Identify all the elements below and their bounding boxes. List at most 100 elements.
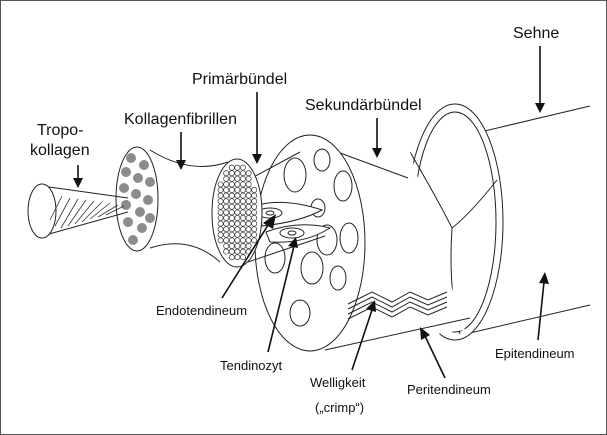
fibril-dot <box>224 171 229 176</box>
collagen-fibril-dot <box>123 217 133 227</box>
collagen-fibril-dot <box>139 160 149 170</box>
collagen-fibril-dot <box>145 177 155 187</box>
fibril-dot <box>240 165 245 170</box>
fibril-dot <box>224 238 229 243</box>
fibril-dot <box>229 187 234 192</box>
arrow-primaerbuendel <box>252 92 262 164</box>
fibril-dot <box>252 215 257 220</box>
fibril-dot <box>246 215 251 220</box>
fibril-dot <box>229 232 234 237</box>
fibril-dot <box>246 243 251 248</box>
fibril-dot <box>240 171 245 176</box>
fibril-dot <box>252 199 257 204</box>
fibril-dot <box>229 221 234 226</box>
label-primaerbuendel: Primärbündel <box>192 71 287 88</box>
fibril-dot <box>240 204 245 209</box>
fibril-dot <box>235 227 240 232</box>
label-endotendineum: Endotendineum <box>156 303 247 318</box>
fibril-dot <box>224 176 229 181</box>
fibril-dot <box>229 171 234 176</box>
tropocollagen-face <box>28 184 56 238</box>
fibril-dot <box>235 210 240 215</box>
collagen-fibril-dot <box>131 189 141 199</box>
fibril-dot <box>252 238 257 243</box>
fibril-dot <box>235 171 240 176</box>
fibril-dot <box>252 227 257 232</box>
label-sehne: Sehne <box>513 25 559 42</box>
fibril-dot <box>235 249 240 254</box>
fibril-dot <box>229 249 234 254</box>
fibril-dot <box>218 204 223 209</box>
collagen-fibril-dot <box>135 207 145 217</box>
arrow-tropokollagen <box>73 165 83 188</box>
fibril-dot <box>252 221 257 226</box>
collagen-fibril-dot <box>126 153 136 163</box>
fibril-dot <box>224 215 229 220</box>
fibril-dot <box>224 187 229 192</box>
fibril-dot <box>252 210 257 215</box>
arrow-sehne <box>535 46 545 113</box>
fibril-dot <box>218 187 223 192</box>
fibril-dot <box>240 187 245 192</box>
tropocollagen <box>28 184 128 238</box>
collagen-fibril-dot <box>119 183 129 193</box>
fibril-dot <box>224 249 229 254</box>
fibril-dot <box>246 204 251 209</box>
label-tropokollagen-line2: kollagen <box>30 142 90 159</box>
fibril-dot <box>246 221 251 226</box>
fibril-dot <box>235 199 240 204</box>
fibril-dot <box>246 176 251 181</box>
fibril-dot <box>240 221 245 226</box>
fibril-dot <box>235 232 240 237</box>
fibril-dot <box>224 182 229 187</box>
fibril-dot <box>229 243 234 248</box>
fibril-dot <box>224 243 229 248</box>
fibril-dot <box>218 199 223 204</box>
fibril-dot <box>224 199 229 204</box>
fibril-dot <box>229 182 234 187</box>
fibril-dot <box>229 165 234 170</box>
fibril-dot <box>224 221 229 226</box>
fibril-dot <box>224 227 229 232</box>
fibril-dot <box>218 210 223 215</box>
fibril-dot <box>240 210 245 215</box>
fibril-dot <box>224 204 229 209</box>
label-tendinozyt: Tendinozyt <box>220 358 283 373</box>
label-welligkeit: Welligkeit <box>310 375 366 390</box>
fibril-dot <box>229 227 234 232</box>
fibril-dot <box>252 193 257 198</box>
label-kollagenfibrillen: Kollagenfibrillen <box>124 111 237 128</box>
fibril-dot <box>218 227 223 232</box>
fibril-dot <box>229 204 234 209</box>
collagen-fibril-dot <box>121 200 131 210</box>
fibril-dot <box>218 215 223 220</box>
collagen-fibril-dot <box>137 223 147 233</box>
fibril-dot <box>235 193 240 198</box>
fibril-dot <box>235 238 240 243</box>
fibril-dot <box>235 243 240 248</box>
fibril-dot <box>229 176 234 181</box>
fibril-dot <box>252 204 257 209</box>
collagen-fibril-dot <box>143 195 153 205</box>
fibril-dot <box>229 238 234 243</box>
fibril-dot <box>246 238 251 243</box>
fibril-dots <box>218 165 257 260</box>
fibril-dot <box>240 238 245 243</box>
collagen-fibrils <box>116 147 228 262</box>
fibril-dot <box>246 187 251 192</box>
collagen-fibril-dot <box>128 235 138 245</box>
fibril-dot <box>229 210 234 215</box>
fibril-dot <box>218 182 223 187</box>
fibril-dot <box>240 227 245 232</box>
fibril-dot <box>246 182 251 187</box>
fibril-dot <box>218 193 223 198</box>
fibril-dot <box>240 182 245 187</box>
fibril-dot <box>240 215 245 220</box>
collagen-fibril-dot <box>145 213 155 223</box>
fibril-dot <box>235 176 240 181</box>
fibril-dot <box>240 193 245 198</box>
fibril-dot <box>240 249 245 254</box>
label-sekundaerbuendel: Sekundärbündel <box>305 97 422 114</box>
fibril-dot <box>235 215 240 220</box>
